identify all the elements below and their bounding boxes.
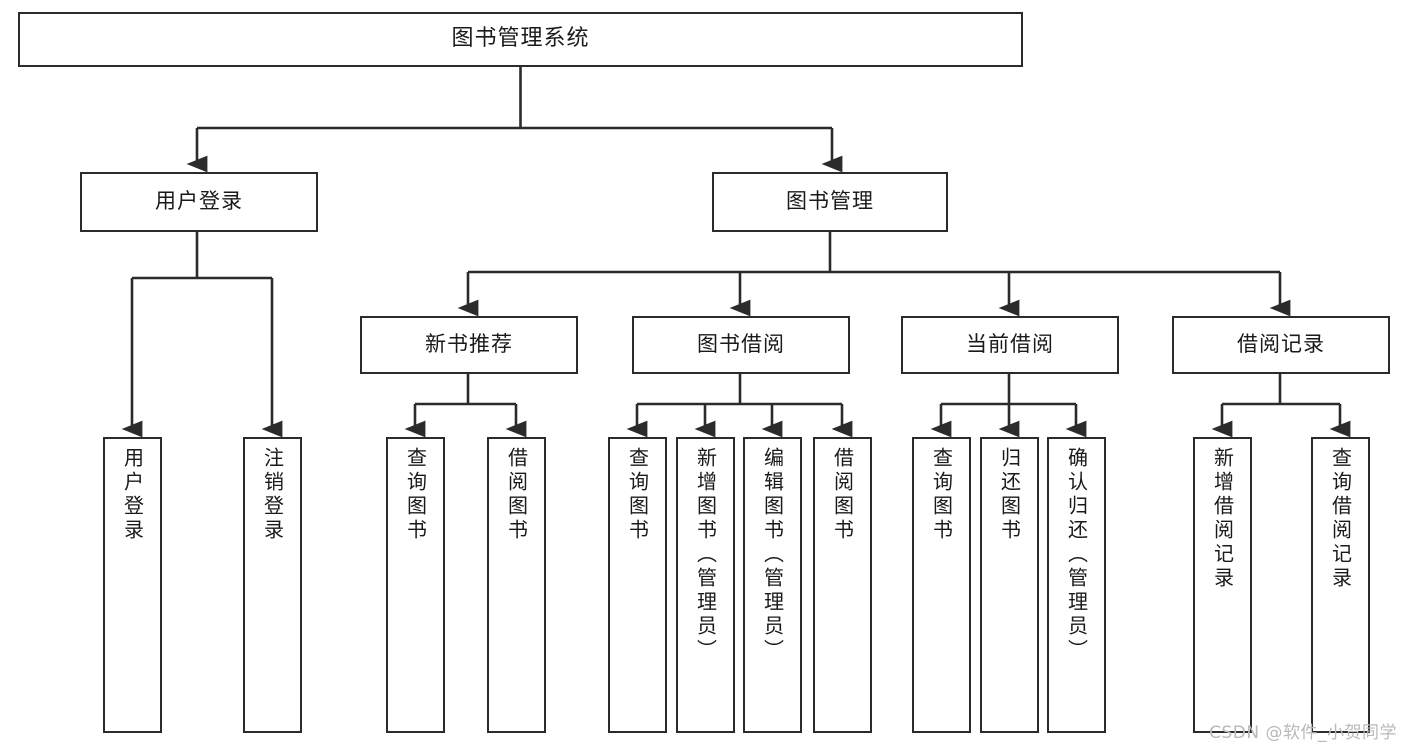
- leaf-add-book-admin[interactable]: 新增图书（管理员）: [676, 437, 735, 733]
- node-label: 借阅图书: [504, 447, 529, 543]
- node-borrowing-records[interactable]: 借阅记录: [1172, 316, 1390, 374]
- node-label: 新增图书（管理员）: [693, 447, 718, 663]
- node-current-borrowing[interactable]: 当前借阅: [901, 316, 1119, 374]
- node-label: 查询图书: [929, 447, 954, 543]
- node-label: 查询图书: [403, 447, 428, 543]
- node-label: 用户登录: [155, 189, 243, 214]
- leaf-borrow-books-recommendation[interactable]: 借阅图书: [487, 437, 546, 733]
- node-root-book-management-system[interactable]: 图书管理系统: [18, 12, 1023, 67]
- leaf-query-books-current[interactable]: 查询图书: [912, 437, 971, 733]
- leaf-edit-book-admin[interactable]: 编辑图书（管理员）: [743, 437, 802, 733]
- leaf-add-borrowing-record[interactable]: 新增借阅记录: [1193, 437, 1252, 733]
- node-label: 用户登录: [120, 447, 145, 543]
- node-book-management[interactable]: 图书管理: [712, 172, 948, 232]
- node-label: 归还图书: [997, 447, 1022, 543]
- node-label: 查询图书: [625, 447, 650, 543]
- node-label: 新增借阅记录: [1210, 447, 1235, 591]
- node-label: 新书推荐: [425, 332, 513, 357]
- node-user-login[interactable]: 用户登录: [80, 172, 318, 232]
- leaf-return-books[interactable]: 归还图书: [980, 437, 1039, 733]
- node-label: 当前借阅: [966, 332, 1054, 357]
- node-label: 查询借阅记录: [1328, 447, 1353, 591]
- node-label: 借阅图书: [830, 447, 855, 543]
- node-label: 图书借阅: [697, 332, 785, 357]
- node-label: 图书管理: [786, 189, 874, 214]
- leaf-confirm-return-admin[interactable]: 确认归还（管理员）: [1047, 437, 1106, 733]
- node-book-borrowing[interactable]: 图书借阅: [632, 316, 850, 374]
- leaf-query-books-borrowing[interactable]: 查询图书: [608, 437, 667, 733]
- node-new-book-recommendation[interactable]: 新书推荐: [360, 316, 578, 374]
- leaf-logout[interactable]: 注销登录: [243, 437, 302, 733]
- node-label: 确认归还（管理员）: [1064, 447, 1089, 663]
- leaf-user-login[interactable]: 用户登录: [103, 437, 162, 733]
- leaf-borrow-books[interactable]: 借阅图书: [813, 437, 872, 733]
- leaf-query-books-recommendation[interactable]: 查询图书: [386, 437, 445, 733]
- node-label: 注销登录: [260, 447, 285, 543]
- watermark-text: CSDN @软件_小贺同学: [1209, 723, 1397, 743]
- node-label: 图书管理系统: [451, 26, 590, 52]
- node-label: 编辑图书（管理员）: [760, 447, 785, 663]
- leaf-query-borrowing-record[interactable]: 查询借阅记录: [1311, 437, 1370, 733]
- node-label: 借阅记录: [1237, 332, 1325, 357]
